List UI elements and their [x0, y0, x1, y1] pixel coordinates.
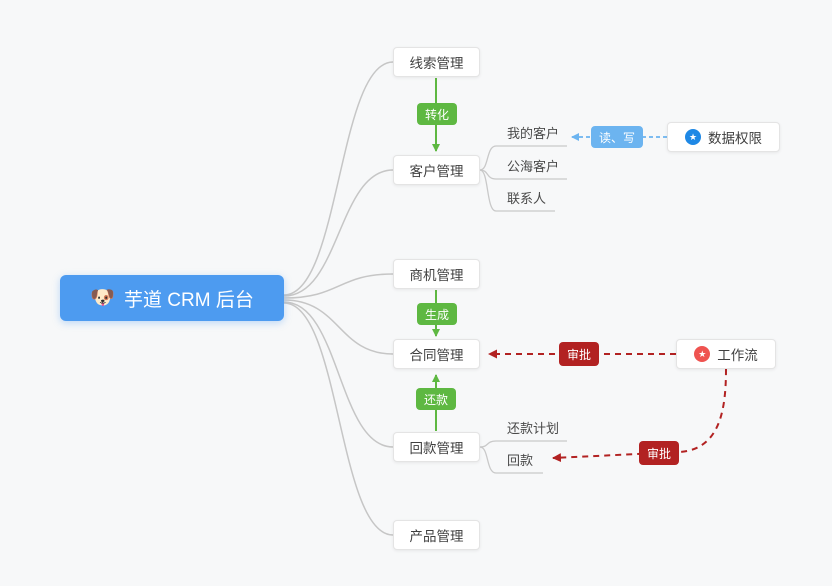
node-product-management: 产品管理 — [393, 520, 480, 550]
link-receivable-repayment-plan — [479, 440, 567, 448]
child-repayment-plan: 还款计划 — [507, 421, 560, 436]
link-root-product — [283, 302, 394, 536]
badge-approve-receivable: 审批 — [639, 441, 680, 465]
child-links — [479, 145, 567, 474]
dog-emoji-icon: 🐶 — [90, 287, 116, 309]
root-node-label: 芋道 CRM 后台 — [124, 289, 254, 311]
node-workflow: ★ 工作流 — [676, 339, 776, 369]
node-data-permission-label: 数据权限 — [708, 131, 762, 146]
node-data-permission: ★ 数据权限 — [667, 122, 780, 152]
arrow-workflow-to-payment — [552, 368, 727, 463]
badge-approve-contract: 审批 — [559, 342, 600, 366]
node-workflow-label: 工作流 — [717, 348, 758, 363]
link-root-customer — [283, 169, 394, 297]
node-lead-management: 线索管理 — [393, 47, 480, 77]
node-receivable-management: 回款管理 — [393, 432, 480, 462]
link-root-opportunity — [283, 273, 394, 299]
root-node-crm-backend: 🐶 芋道 CRM 后台 — [60, 275, 284, 321]
root-links — [283, 61, 394, 536]
badge-repay: 还款 — [416, 388, 457, 410]
child-payment: 回款 — [507, 453, 534, 468]
link-customer-my-customers — [479, 145, 567, 171]
node-opportunity-management: 商机管理 — [393, 259, 480, 289]
child-my-customers: 我的客户 — [507, 126, 560, 141]
node-contract-management: 合同管理 — [393, 339, 480, 369]
link-root-lead — [283, 61, 394, 296]
star-icon: ★ — [694, 346, 711, 362]
badge-read-write: 读、写 — [591, 126, 644, 148]
link-root-receivable — [283, 301, 394, 448]
red-approval-arrows — [488, 349, 727, 463]
link-root-contract — [283, 299, 394, 355]
child-public-pool-customers: 公海客户 — [507, 159, 560, 174]
star-icon: ★ — [685, 129, 701, 145]
link-customer-contacts — [479, 169, 555, 212]
badge-generate: 生成 — [417, 303, 458, 325]
child-contacts: 联系人 — [507, 191, 547, 206]
node-customer-management: 客户管理 — [393, 155, 480, 185]
link-receivable-payment — [479, 446, 543, 474]
badge-convert: 转化 — [417, 103, 458, 125]
